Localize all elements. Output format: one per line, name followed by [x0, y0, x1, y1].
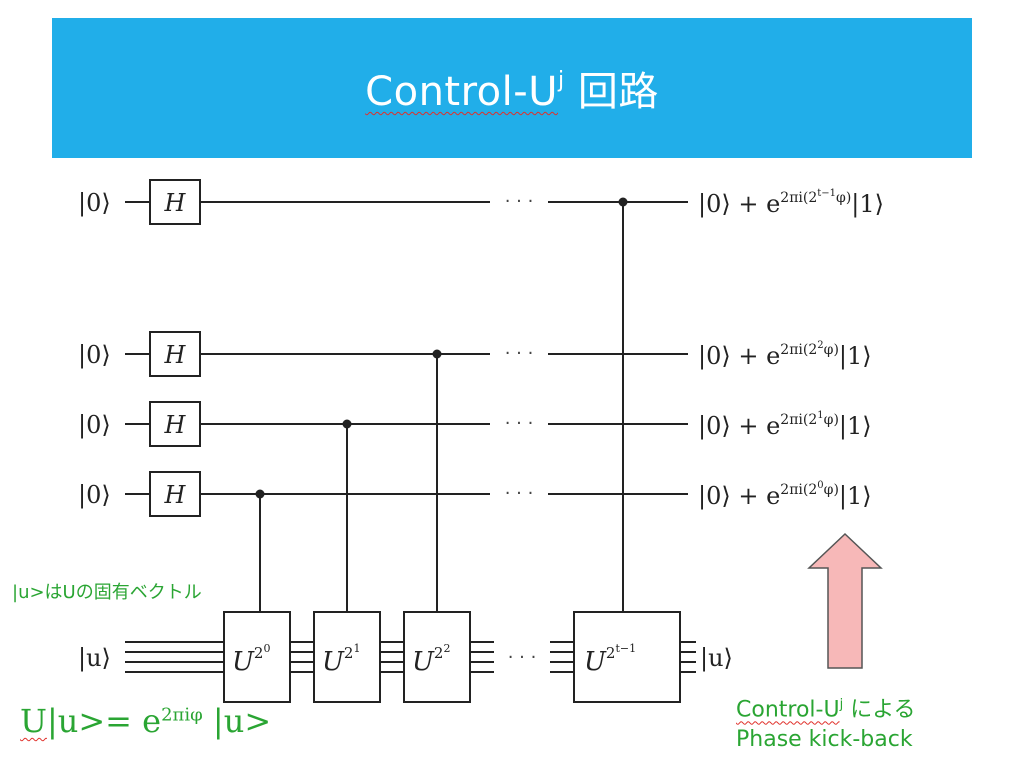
title-prefix: Control-U	[365, 69, 558, 115]
controlled-u-gate	[573, 611, 681, 703]
qubit-input-label: |0⟩	[78, 411, 111, 440]
controlled-u-gate	[223, 611, 291, 703]
phase-kickback-note: Control-Uj による Phase kick-back	[736, 690, 916, 755]
ellipsis: · · ·	[505, 413, 534, 434]
hadamard-label: H	[164, 411, 187, 439]
target-output-label: |u⟩	[700, 644, 733, 673]
eigen-equation: U|u>= e2πiφ |u>	[20, 702, 272, 740]
title-banner: Control-Uj 回路	[52, 18, 972, 158]
phase-kickback-line1: Control-Uj による	[736, 697, 916, 723]
control-dot	[618, 197, 628, 207]
page-title: Control-Uj 回路	[365, 59, 659, 117]
control-dot	[342, 419, 352, 429]
hadamard-gate	[149, 401, 201, 447]
target-input-label: |u⟩	[78, 644, 111, 673]
hadamard-label: H	[164, 189, 187, 217]
qubit-input-label: |0⟩	[78, 189, 111, 218]
qubit-output-state: |0⟩ + e2πi(21φ)|1⟩	[698, 410, 872, 441]
hadamard-gate	[149, 471, 201, 517]
title-sup: j	[557, 67, 565, 93]
ellipsis: · · ·	[505, 191, 534, 212]
hadamard-gate	[149, 331, 201, 377]
target-register-bundle	[125, 641, 696, 673]
circuit-wires	[125, 179, 696, 703]
u-gate-label: U20	[232, 642, 270, 677]
controlled-u-gate	[403, 611, 471, 703]
controlled-u-gate	[313, 611, 381, 703]
u-gate-label: U21	[322, 642, 360, 677]
qubit-output-state: |0⟩ + e2πi(22φ)|1⟩	[698, 340, 872, 371]
control-dot	[255, 489, 265, 499]
up-arrow-icon	[807, 532, 883, 669]
eigenvector-note: |u>はUの固有ベクトル	[12, 582, 202, 603]
qubit-input-label: |0⟩	[78, 481, 111, 510]
qubit-output-state: |0⟩ + e2πi(2t−1φ)|1⟩	[698, 188, 884, 219]
qubit-input-label: |0⟩	[78, 341, 111, 370]
ellipsis: · · ·	[508, 647, 537, 668]
control-dot	[432, 349, 442, 359]
title-suffix: 回路	[564, 69, 659, 115]
u-gate-label: U22	[412, 642, 450, 677]
u-gate-label: U2t−1	[584, 642, 636, 677]
ellipsis: · · ·	[505, 483, 534, 504]
phase-kickback-line2: Phase kick-back	[736, 727, 913, 753]
qubit-output-state: |0⟩ + e2πi(20φ)|1⟩	[698, 480, 872, 511]
ellipsis: · · ·	[505, 343, 534, 364]
hadamard-gate	[149, 179, 201, 225]
hadamard-label: H	[164, 341, 187, 369]
hadamard-label: H	[164, 481, 187, 509]
